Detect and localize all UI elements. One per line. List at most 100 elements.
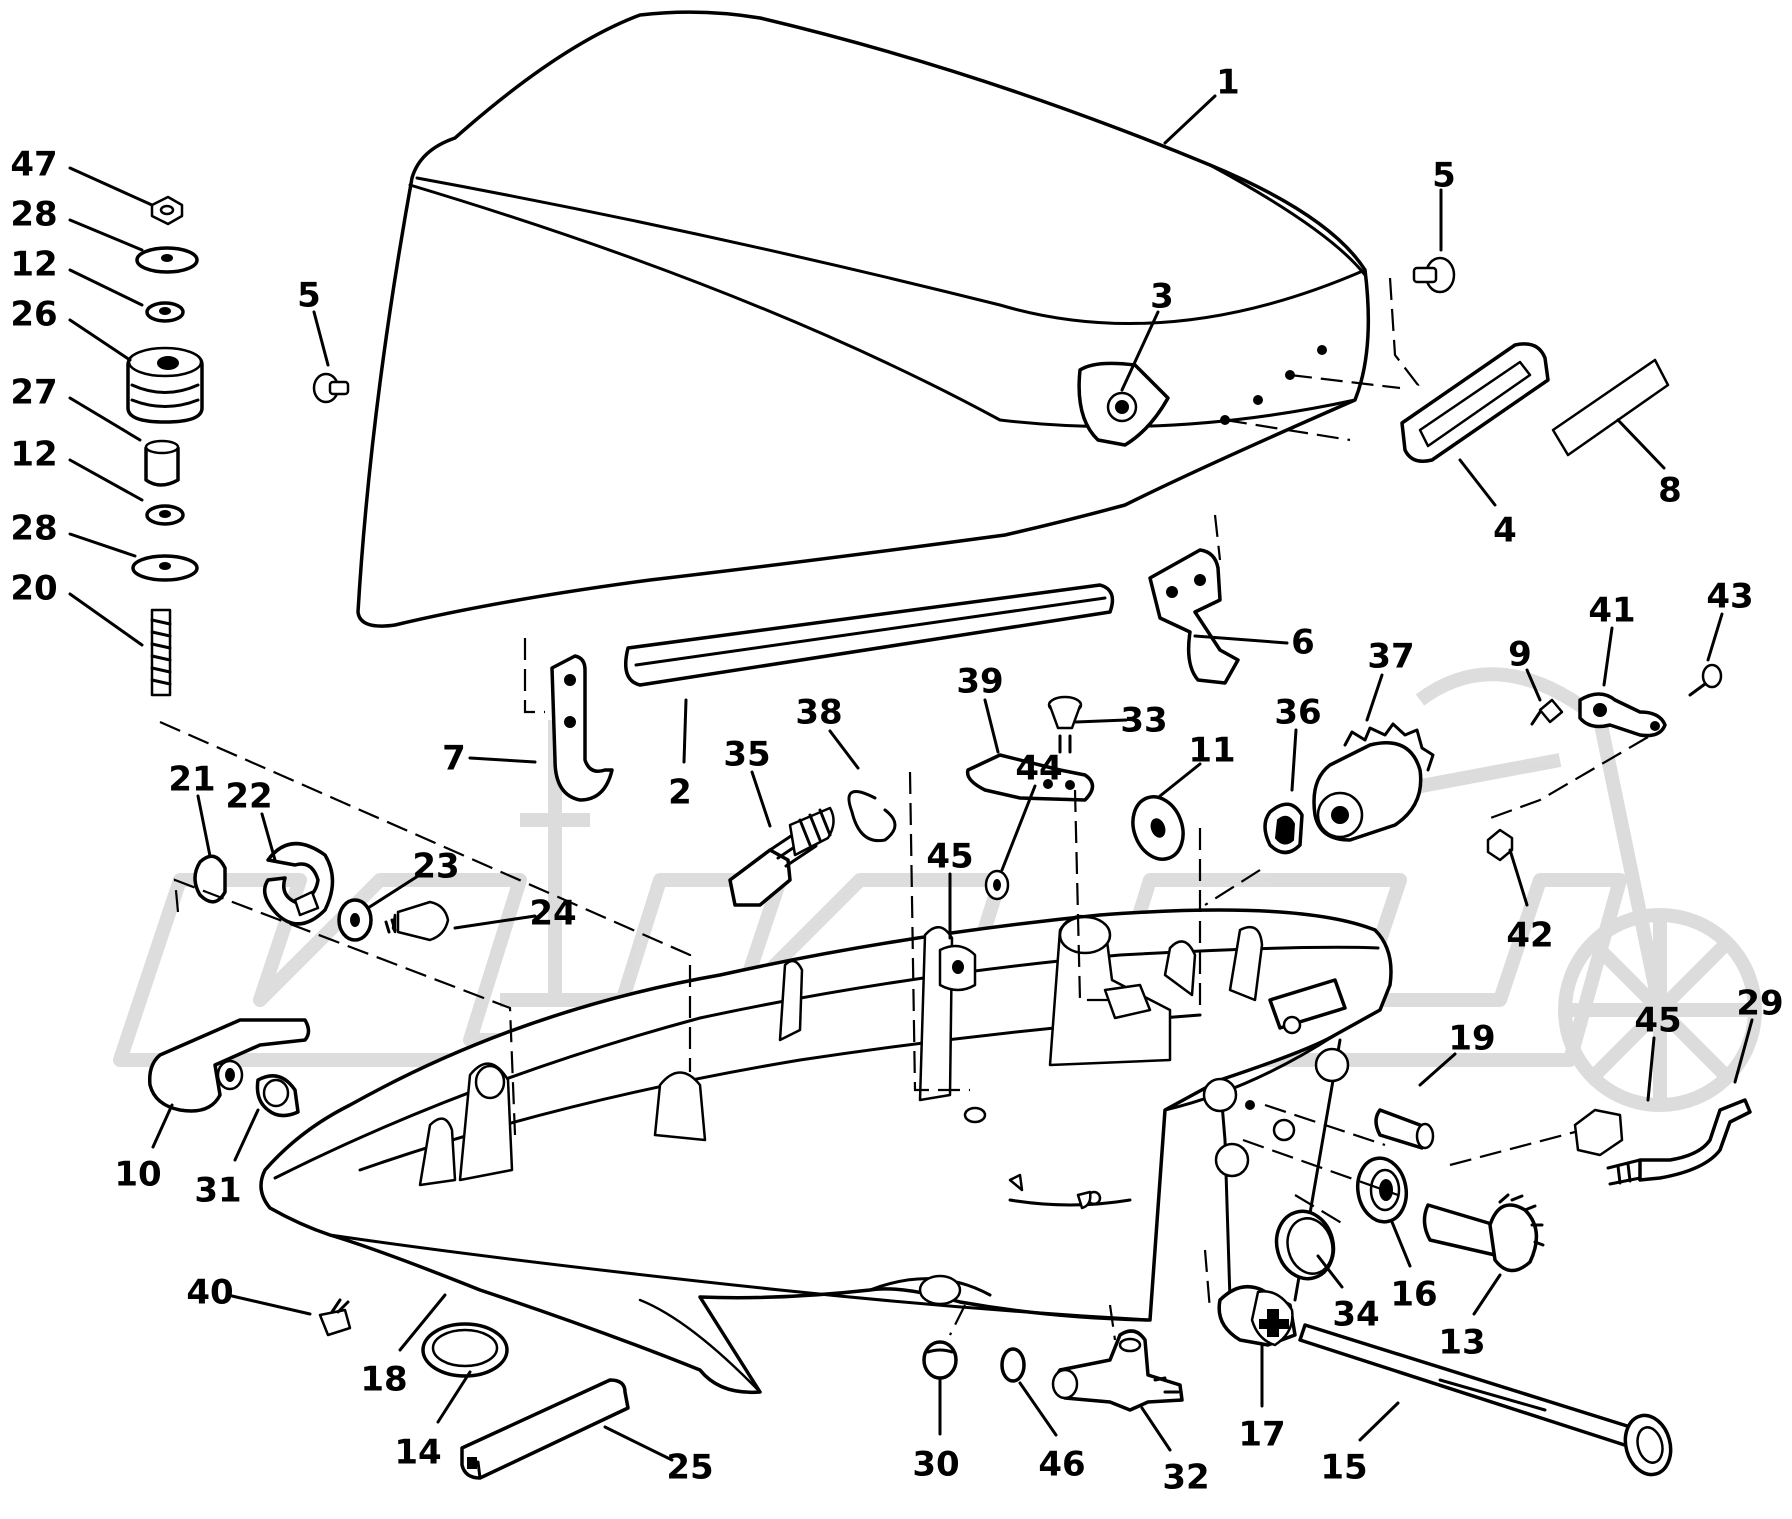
knob-13-part (1422, 1193, 1545, 1273)
callout-leader-c9 (1525, 668, 1542, 702)
pin-19-part (1374, 1108, 1435, 1150)
callout-number-c8: 8 (1658, 471, 1682, 511)
nut-45b-part (1573, 1108, 1624, 1157)
callout-leader-c7 (468, 756, 537, 764)
callout-number-c20: 20 (10, 569, 57, 609)
callout-number-c21: 21 (168, 760, 215, 800)
callout-leader-c6 (1193, 634, 1289, 645)
callout-number-c45b: 45 (1634, 1001, 1681, 1041)
bolt-24-part (384, 900, 450, 942)
callout-number-c14: 14 (394, 1433, 441, 1473)
callout-number-c40: 40 (186, 1273, 233, 1313)
callout-number-c2: 2 (668, 773, 692, 813)
callout-leader-c36 (1290, 728, 1298, 792)
callout-leader-c19 (1418, 1052, 1457, 1087)
callout-number-c10: 10 (114, 1155, 161, 1195)
callout-leader-c18 (398, 1293, 447, 1352)
fuel-valve-32-part (1051, 1329, 1184, 1412)
callout-number-c29: 29 (1736, 984, 1783, 1024)
rear-badge-part (1400, 342, 1550, 463)
callout-leader-c32 (1140, 1406, 1172, 1452)
washer-11-part (1131, 795, 1185, 861)
callout-number-c18: 18 (360, 1360, 407, 1400)
nut-45a-part (938, 944, 977, 992)
callout-leader-c27 (68, 396, 142, 442)
callout-leader-c8 (1616, 418, 1666, 470)
callout-leader-c5b (312, 310, 330, 367)
callout-number-c3: 3 (1150, 277, 1174, 317)
callout-leader-c44 (1000, 784, 1037, 872)
callout-leader-c35 (750, 770, 772, 828)
callout-leader-c26 (68, 318, 132, 362)
callout-leader-c23 (366, 874, 420, 910)
callout-number-c38: 38 (795, 693, 842, 733)
grommet-36-part (1263, 802, 1304, 855)
callout-number-c12a: 12 (10, 245, 57, 285)
clip-40-part (318, 1298, 352, 1337)
callout-leader-c21 (196, 794, 212, 858)
grommet-16-part (1355, 1156, 1409, 1224)
callout-leader-c15 (1358, 1401, 1400, 1442)
callout-leader-c38 (828, 729, 860, 770)
callout-number-c26: 26 (10, 295, 57, 335)
callout-leader-c24 (453, 914, 537, 930)
callout-number-c41: 41 (1588, 591, 1635, 631)
callout-leader-c22 (260, 812, 277, 862)
washer-46-part (1000, 1347, 1026, 1383)
link-arm-41-part (1578, 692, 1667, 738)
plug-14-part (421, 1322, 509, 1378)
nut-42-part (1486, 828, 1514, 862)
callout-number-c16: 16 (1390, 1275, 1437, 1315)
lock-lever-10-part (147, 1018, 311, 1113)
callout-leader-c14 (436, 1370, 472, 1424)
screw-9-part (1530, 698, 1564, 726)
connector-17-part (1217, 1284, 1297, 1347)
callout-number-c9: 9 (1508, 635, 1532, 675)
hood-latch-part (1077, 361, 1170, 447)
callout-number-c28a: 28 (10, 195, 57, 235)
rod-15-part (1298, 1323, 1673, 1477)
knob-37-part (1312, 722, 1435, 842)
callout-leader-c43 (1706, 612, 1724, 662)
callout-leader-c29 (1733, 1018, 1754, 1084)
callout-number-c42: 42 (1506, 916, 1553, 956)
lock-spring-part (262, 841, 335, 926)
decal-part (1551, 358, 1670, 457)
hood-bracket-left-part (550, 654, 614, 802)
callout-leader-c16 (1390, 1220, 1412, 1268)
assembly-lines (159, 277, 1649, 1341)
callout-leader-c3 (1120, 310, 1160, 392)
callout-leader-c47 (68, 166, 154, 207)
plug-30-part (922, 1340, 958, 1380)
lower-cowl-part (259, 908, 1393, 1395)
callout-number-c39: 39 (956, 662, 1003, 702)
callout-leader-c10 (151, 1103, 174, 1149)
mount-stack-part (126, 195, 204, 697)
callout-leader-c28a (68, 218, 144, 252)
spring-clip-38-part (847, 790, 897, 843)
callout-number-c25: 25 (666, 1448, 713, 1488)
callout-leader-c31 (233, 1108, 260, 1162)
washer-44-part (984, 869, 1010, 901)
callout-number-c15: 15 (1320, 1448, 1367, 1488)
callout-leader-c33 (1074, 718, 1128, 724)
callout-number-c24: 24 (529, 894, 576, 934)
callout-leader-c1 (1163, 94, 1217, 145)
bushing-31-part (255, 1074, 300, 1118)
callout-number-c45a: 45 (926, 837, 973, 877)
callout-leader-c40 (230, 1294, 312, 1316)
callout-number-c36: 36 (1274, 693, 1321, 733)
callout-number-c34: 34 (1332, 1295, 1379, 1335)
callout-number-c27: 27 (10, 373, 57, 413)
callout-leader-c46 (1018, 1381, 1058, 1437)
lever-39-part (965, 753, 1095, 802)
callout-number-c5b: 5 (297, 276, 321, 316)
callout-number-c22: 22 (225, 777, 272, 817)
callout-number-c30: 30 (912, 1445, 959, 1485)
screw-33-part (1047, 695, 1083, 754)
callout-leader-c4 (1458, 458, 1497, 507)
callout-leader-c12b (68, 458, 144, 502)
callout-number-c13: 13 (1438, 1323, 1485, 1363)
